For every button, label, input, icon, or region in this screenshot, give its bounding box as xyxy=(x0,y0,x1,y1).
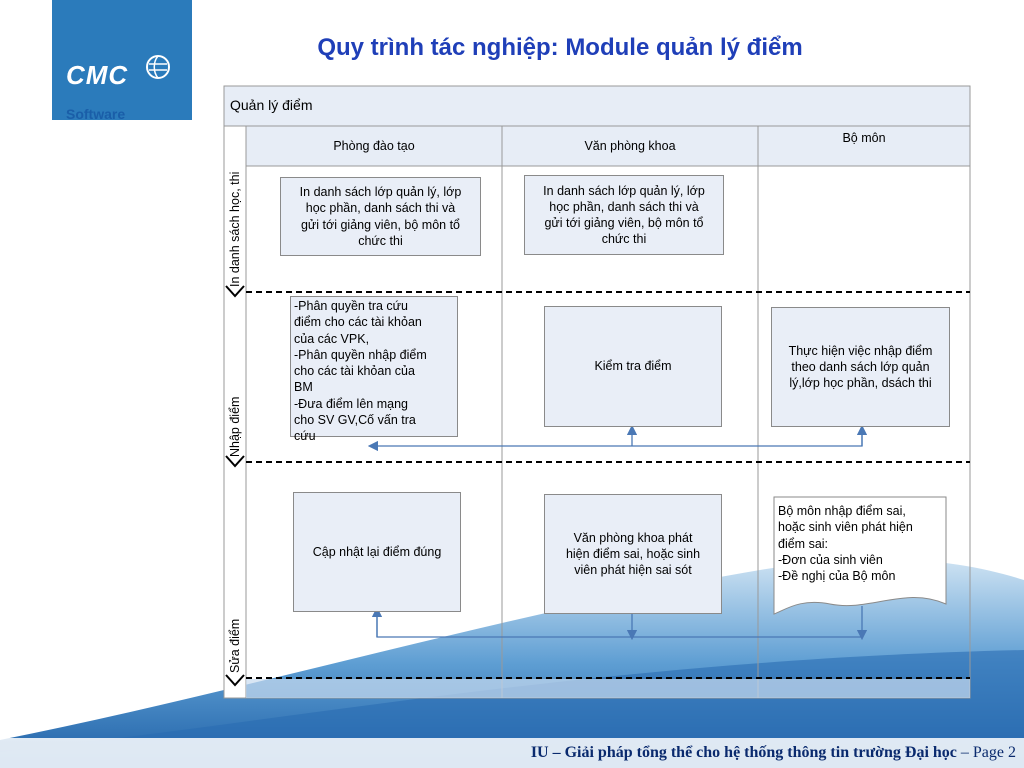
lane-label-nhap-diem: Nhập điểm xyxy=(228,396,242,457)
footer-title: IU – Giải pháp tổng thể cho hệ thống thô… xyxy=(530,744,957,761)
column-header-phong-dao-tao: Phòng đào tạo xyxy=(333,139,415,153)
process-box-vpk-phat-hien: Văn phòng khoa phát hiện điểm sai, hoặc … xyxy=(544,494,722,614)
process-box-phan-quyen: -Phân quyền tra cứu điểm cho các tài khỏ… xyxy=(290,296,458,443)
footer: IU – Giải pháp tổng thể cho hệ thống thô… xyxy=(380,744,1016,762)
process-box-in-danh-sach-vpk: In danh sách lớp quản lý, lớp học phần, … xyxy=(524,175,724,255)
process-box-thuc-hien-nhap-diem: Thực hiện việc nhập điểm theo danh sách … xyxy=(771,307,950,427)
column-header-bo-mon: Bộ môn xyxy=(842,131,886,145)
process-box-cap-nhat-diem: Cập nhật lại điểm đúng xyxy=(293,492,461,612)
pool-title: Quản lý điểm xyxy=(230,97,313,113)
document-box-bo-mon-nhap-sai: Bộ môn nhập điểm sai, hoặc sinh viên phá… xyxy=(778,504,913,583)
lane-label-in-danh-sach: In danh sách học, thi xyxy=(228,171,242,287)
process-box-in-danh-sach-pdt: In danh sách lớp quản lý, lớp học phần, … xyxy=(280,177,481,256)
process-box-kiem-tra-diem: Kiểm tra điểm xyxy=(544,306,722,427)
footer-separator: – xyxy=(956,744,973,761)
lane-label-sua-diem: Sửa điểm xyxy=(228,618,242,673)
brand-logo: CMC xyxy=(52,0,192,120)
globe-icon xyxy=(146,55,170,79)
logo-subtext: Software xyxy=(66,106,126,122)
logo-text: CMC xyxy=(66,60,129,90)
page-title: Quy trình tác nghiệp: Module quản lý điể… xyxy=(317,34,803,61)
footer-page-number: Page 2 xyxy=(972,744,1016,761)
column-header-van-phong-khoa: Văn phòng khoa xyxy=(584,139,676,153)
